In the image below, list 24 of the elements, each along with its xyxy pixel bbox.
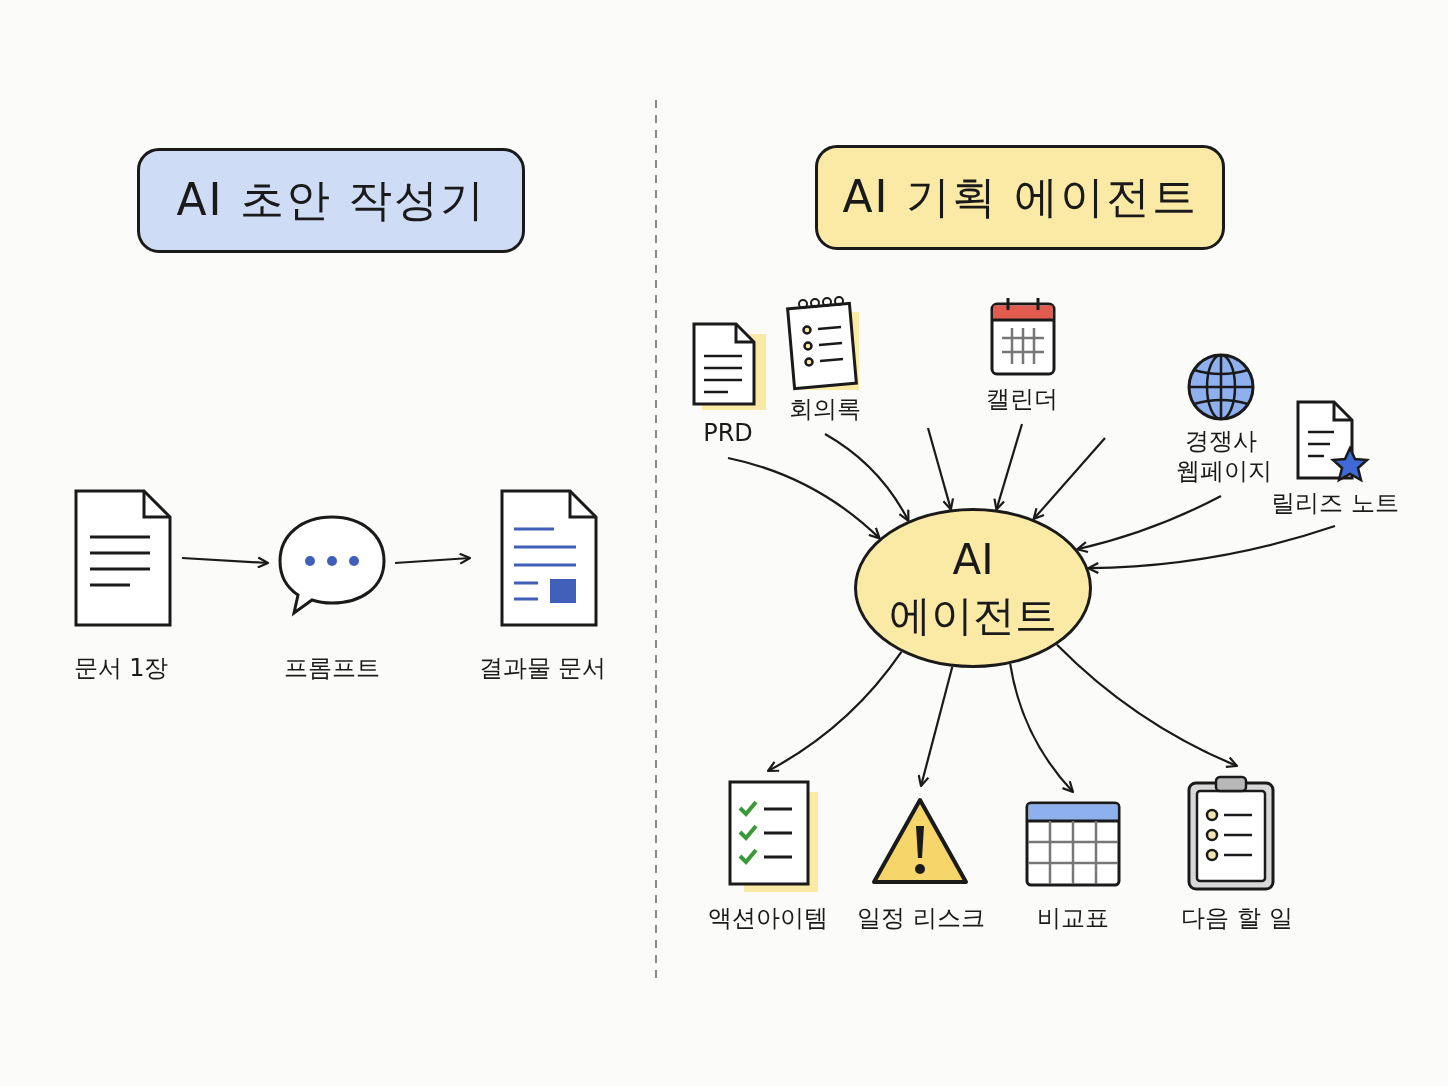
arrow xyxy=(917,666,954,788)
arrow xyxy=(394,552,472,565)
arrow xyxy=(824,433,910,522)
arrow xyxy=(1087,524,1336,575)
arrow xyxy=(727,456,881,540)
icon-label: 일정 리스크 xyxy=(857,903,985,933)
icon-label: 결과물 문서 xyxy=(478,653,607,683)
arrow xyxy=(1009,663,1075,794)
icon-label: 문서 1장 xyxy=(73,653,169,683)
icon-label: 릴리즈 노트 xyxy=(1271,488,1399,518)
icon-label: 비교표 xyxy=(1037,903,1109,933)
icon-label: 프롬프트 xyxy=(283,653,380,683)
title-box: AI 초안 작성기 xyxy=(137,148,525,253)
icon-label: 캘린더 xyxy=(986,384,1058,414)
ellipse-node: AI 에이전트 xyxy=(854,508,1092,668)
icon-label: 액션아이템 xyxy=(708,903,828,933)
arrow xyxy=(181,556,270,569)
arrow xyxy=(1032,437,1106,521)
arrow xyxy=(1056,643,1239,768)
icon-label: 회의록 xyxy=(789,394,861,424)
icon-label: 다음 할 일 xyxy=(1181,903,1293,933)
title-box: AI 기획 에이전트 xyxy=(815,145,1225,250)
icon-label: PRD xyxy=(703,418,753,448)
arrow xyxy=(766,651,903,773)
